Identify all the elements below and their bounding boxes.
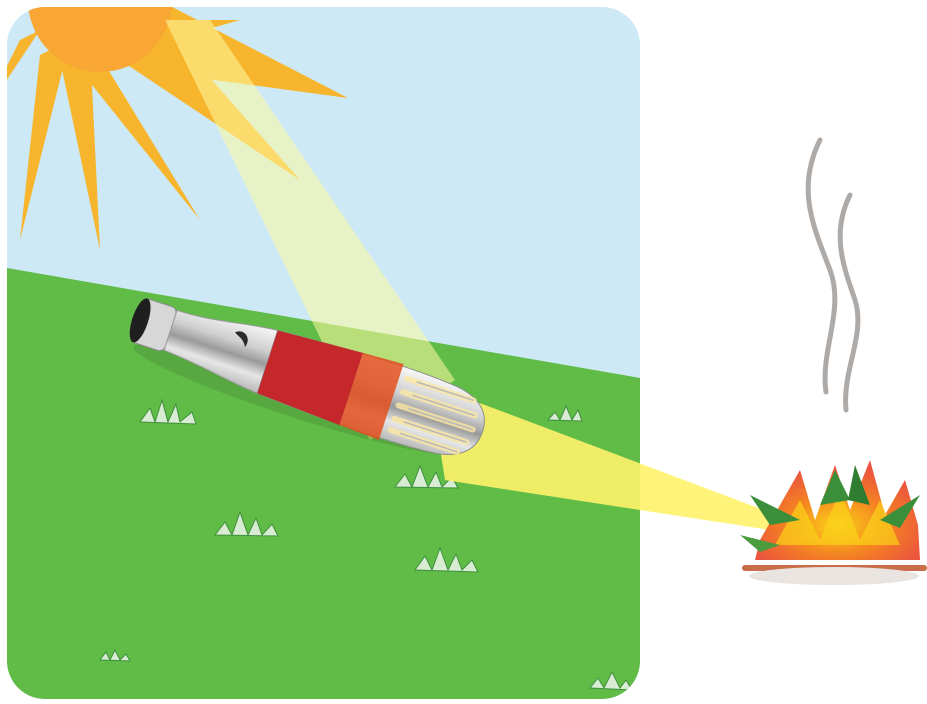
leaf: [820, 470, 850, 505]
plate-icon: [742, 565, 927, 585]
fire-icon: [740, 460, 920, 560]
smoke-icon: [808, 140, 858, 410]
